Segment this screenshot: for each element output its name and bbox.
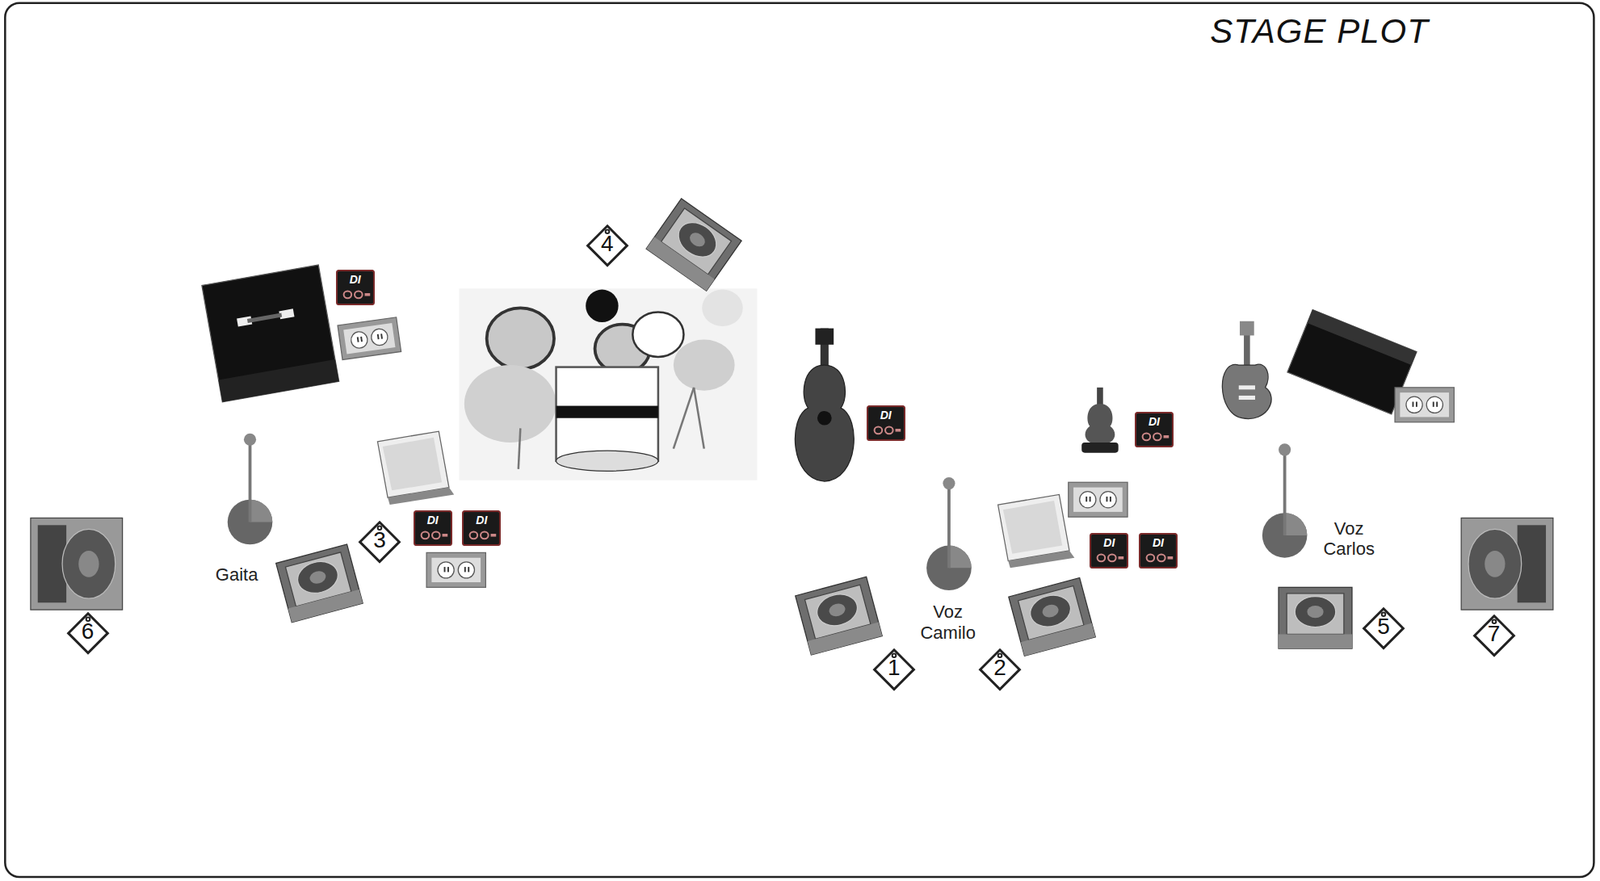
callout-number: 7 — [1470, 611, 1518, 659]
position-label: Voz Camilo — [911, 601, 983, 643]
callout-number: 4 — [583, 221, 631, 269]
callout-number: 2 — [976, 645, 1024, 693]
di-label: DI — [866, 405, 906, 422]
callout-text: 5 — [1360, 604, 1407, 640]
di-label: DI — [335, 269, 375, 286]
di-box: DI — [1089, 533, 1129, 569]
callout-number: 1 — [870, 645, 918, 693]
di-box: DI — [335, 269, 375, 306]
callout-number: 5 — [1360, 604, 1407, 651]
di-box: DI — [1138, 533, 1178, 569]
callout-text: 3 — [356, 517, 404, 554]
callout-text: 6 — [64, 608, 112, 645]
plot-title: STAGE PLOT — [1209, 12, 1429, 51]
di-box: DI — [413, 510, 453, 546]
di-label: DI — [1134, 411, 1174, 429]
di-label: DI — [461, 510, 501, 527]
callout-number: 6 — [64, 608, 112, 656]
callout-text: 1 — [870, 645, 918, 681]
di-label: DI — [1138, 533, 1178, 550]
di-label: DI — [413, 510, 453, 527]
position-label: Gaita — [175, 564, 299, 585]
callout-text: 4 — [583, 221, 631, 257]
callout-text: 2 — [976, 645, 1024, 681]
callout-number: 3 — [356, 517, 404, 565]
position-label: Voz Carlos — [1313, 518, 1385, 560]
callout-text: 7 — [1470, 611, 1518, 647]
di-label: DI — [1089, 533, 1129, 550]
di-box: DI — [866, 405, 906, 441]
di-box: DI — [461, 510, 501, 546]
di-box: DI — [1134, 411, 1174, 448]
